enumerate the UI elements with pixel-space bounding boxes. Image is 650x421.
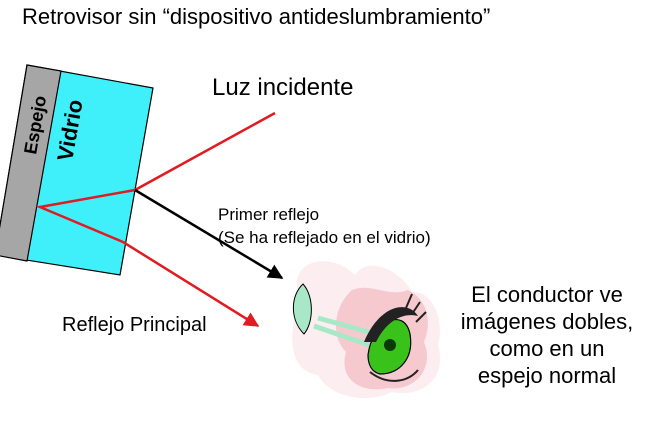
caption-line-4: espejo normal (478, 363, 616, 388)
caption-line-3: como en un (490, 336, 605, 361)
diagram-title: Retrovisor sin “dispositivo antideslumbr… (22, 4, 490, 29)
mirror-backing (0, 64, 62, 262)
caption-line-1: El conductor ve (471, 282, 623, 307)
caption-line-2: imágenes dobles, (461, 309, 633, 334)
incident-light-label: Luz incidente (212, 74, 353, 101)
light-rays (35, 111, 284, 328)
first-reflection-ray (134, 188, 284, 280)
first-reflection-label-line2: (Se ha reflejado en el vidrio) (218, 228, 431, 247)
eye-pupil (384, 339, 396, 351)
rear-view-mirror: Espejo Vidrio (0, 64, 154, 276)
lens-beam-lower (313, 323, 373, 349)
main-reflection-label: Reflejo Principal (62, 314, 207, 336)
eyelashes (405, 293, 427, 323)
viewer-caption: El conductor ve imágenes dobles, como en… (461, 282, 633, 388)
lens-beam-upper (317, 315, 377, 337)
eyelid-upper (364, 307, 418, 342)
lens-ellipse (292, 283, 312, 335)
main-ray (35, 111, 276, 328)
eye-icon (292, 261, 441, 399)
first-reflection-label-line1: Primer reflejo (218, 205, 319, 224)
eyelid-lower (369, 369, 419, 382)
